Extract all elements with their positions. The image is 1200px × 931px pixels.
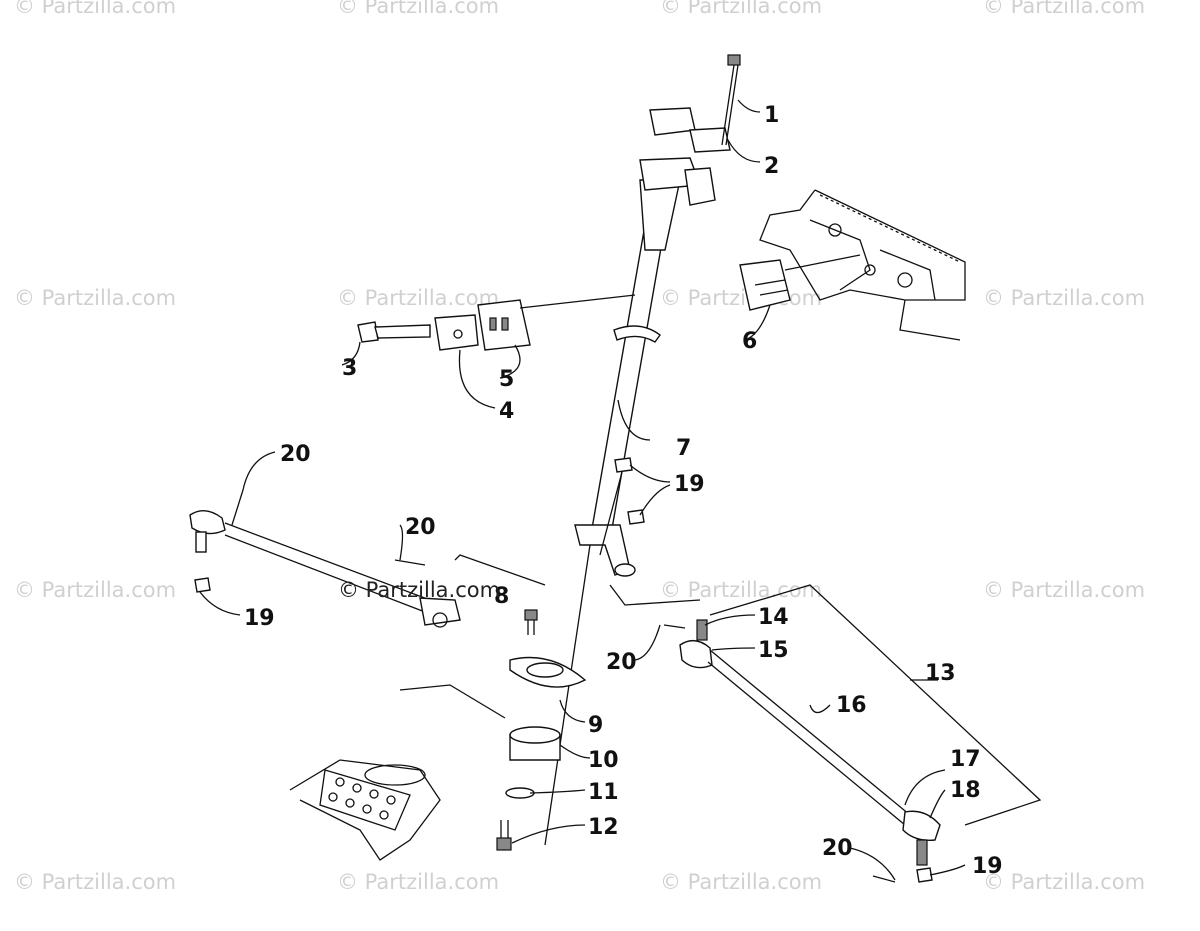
callout-19: 19	[972, 854, 1003, 879]
callout-9: 9	[588, 713, 603, 738]
callout-11: 11	[588, 780, 619, 805]
callout-5: 5	[499, 367, 514, 392]
watermark: © Partzilla.com	[660, 286, 823, 310]
bracket-assembly	[357, 294, 636, 351]
callout-13: 13	[925, 661, 956, 686]
callout-8: 8	[494, 584, 509, 609]
left-tie-rod	[189, 489, 461, 628]
callout-7: 7	[676, 436, 691, 461]
callout-3: 3	[342, 356, 357, 381]
callout-19: 19	[674, 472, 705, 497]
callout-20: 20	[405, 515, 436, 540]
callout-20: 20	[606, 650, 637, 675]
lower-column-parts	[496, 609, 587, 851]
watermark: © Partzilla.com	[983, 286, 1146, 310]
callout-18: 18	[950, 778, 981, 803]
center-watermark: © Partzilla.com	[338, 578, 501, 602]
callout-19: 19	[244, 606, 275, 631]
nuts-19	[599, 457, 645, 556]
callout-17: 17	[950, 747, 981, 772]
watermark: © Partzilla.com	[983, 578, 1146, 602]
watermark: © Partzilla.com	[983, 870, 1146, 894]
frame-sketch-lower	[289, 759, 441, 861]
watermark: © Partzilla.com	[14, 578, 177, 602]
watermark: © Partzilla.com	[337, 286, 500, 310]
handlebar-clamp	[639, 107, 731, 206]
callout-labels: 1 2 3 4 5 6 7 8 9 10 11 12 13 14 15 16 1…	[244, 103, 1003, 879]
callout-20: 20	[822, 836, 853, 861]
callout-10: 10	[588, 748, 619, 773]
right-tie-rod	[663, 619, 941, 883]
callout-20: 20	[280, 442, 311, 467]
callout-16: 16	[836, 693, 867, 718]
callout-2: 2	[764, 154, 779, 179]
callout-6: 6	[742, 329, 757, 354]
bolt-1	[721, 54, 741, 146]
watermark: © Partzilla.com	[14, 870, 177, 894]
watermark: © Partzilla.com	[660, 0, 823, 18]
watermark: © Partzilla.com	[337, 870, 500, 894]
callout-15: 15	[758, 638, 789, 663]
watermark: © Partzilla.com	[660, 870, 823, 894]
watermark: © Partzilla.com	[983, 0, 1146, 18]
callout-12: 12	[588, 815, 619, 840]
callout-1: 1	[764, 103, 779, 128]
leader-lines	[199, 99, 1042, 881]
watermark: © Partzilla.com	[14, 286, 177, 310]
callout-4: 4	[499, 399, 514, 424]
callout-14: 14	[758, 605, 789, 630]
bushing-block-6	[739, 254, 861, 311]
steering-column	[544, 179, 681, 846]
frame-sketch-upper	[759, 189, 966, 341]
watermark: © Partzilla.com	[14, 0, 177, 18]
watermark: © Partzilla.com	[337, 0, 500, 18]
